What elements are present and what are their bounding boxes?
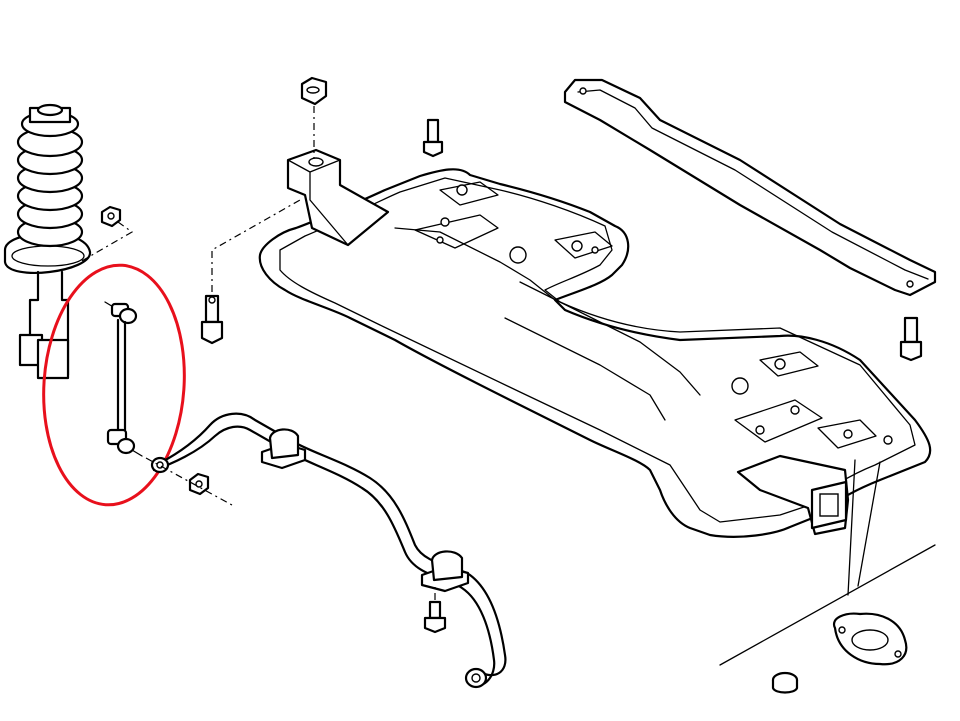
stabilizer-link-highlighted	[104, 301, 143, 457]
nut-link-lower	[188, 472, 210, 496]
front-subframe-crossmember	[258, 148, 932, 538]
bolt-stabilizer-bracket	[423, 600, 447, 634]
highlight-ellipse	[42, 263, 186, 507]
bolt-subframe-left	[200, 294, 224, 345]
bushing-bracket-right	[420, 550, 470, 593]
coil-spring	[16, 103, 84, 248]
floor-panel-lines	[719, 459, 936, 666]
leader-strut-nut	[79, 221, 134, 263]
nut-subframe-top	[300, 76, 328, 106]
rear-brace-bar	[563, 78, 937, 297]
nut-strut-top	[100, 205, 122, 228]
bolt-brace-right	[899, 316, 923, 362]
bushing-bracket-left	[260, 428, 307, 470]
rubber-mount-bushing	[771, 671, 799, 694]
bolt-subframe-upper	[422, 118, 444, 158]
subframe-rear-box	[736, 454, 850, 536]
strut-coil-spring-assembly	[3, 103, 92, 380]
subframe-front-tower	[286, 148, 390, 247]
stabilizer-bar	[150, 412, 507, 689]
rubber-mount-plate	[832, 612, 908, 666]
